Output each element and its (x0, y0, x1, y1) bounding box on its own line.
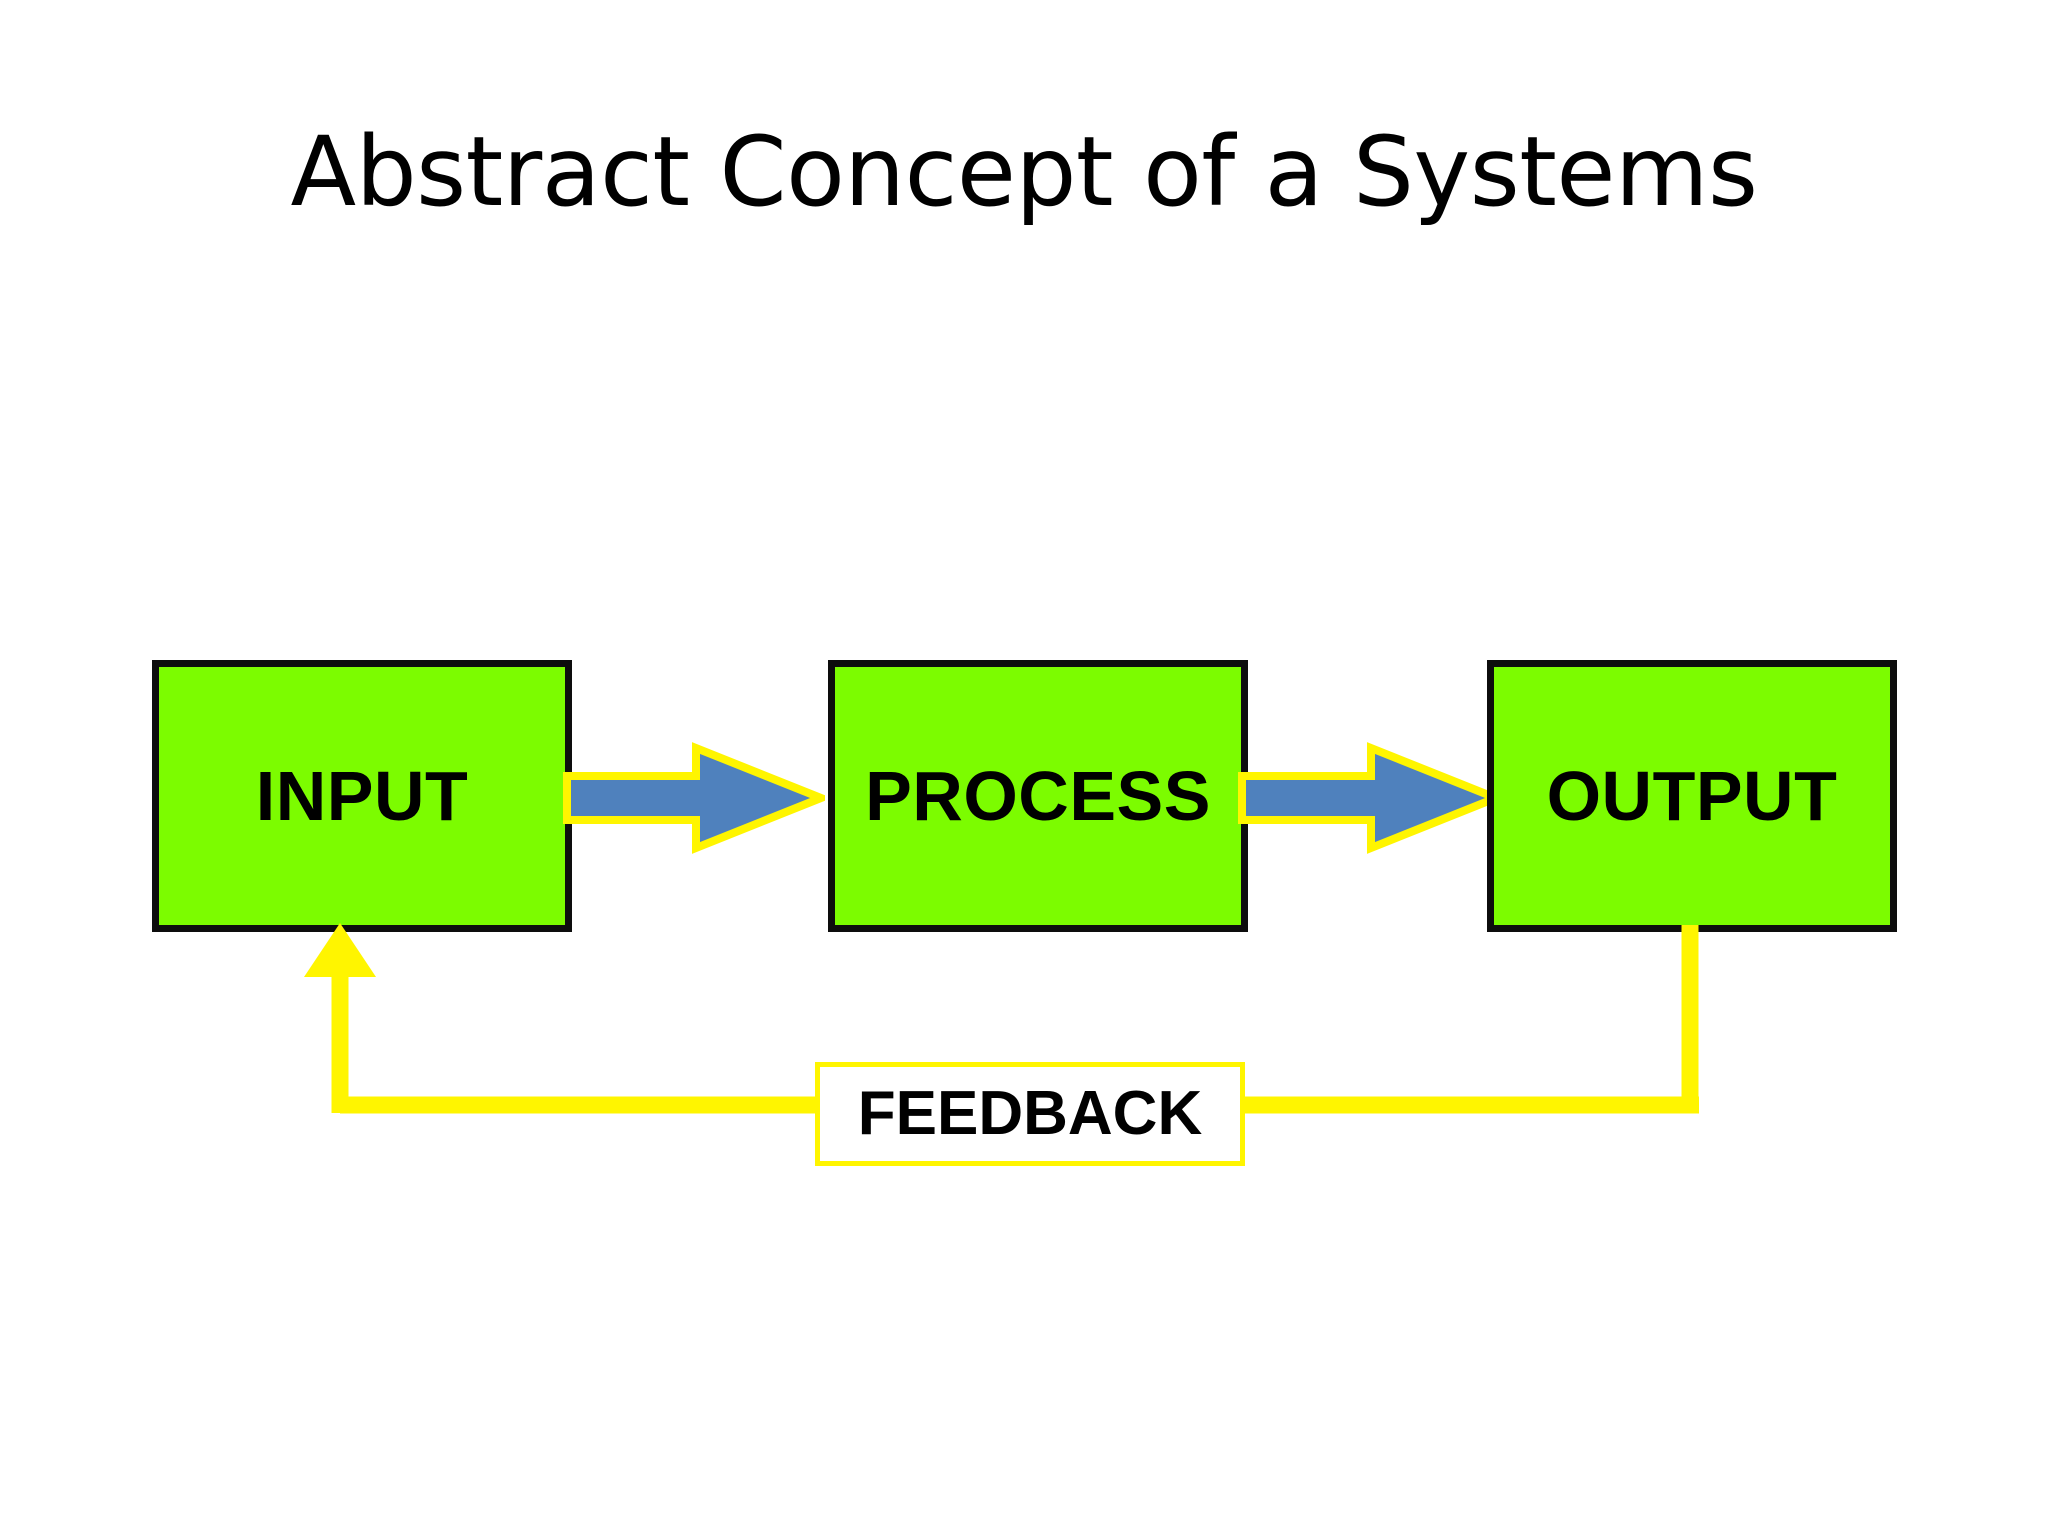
page-title: Abstract Concept of a Systems (290, 116, 1758, 228)
flow-arrow-input-to-process (563, 742, 832, 854)
node-label-output: OUTPUT (1546, 757, 1838, 835)
node-label-process: PROCESS (865, 757, 1211, 835)
node-box-process[interactable]: PROCESS (828, 660, 1248, 932)
node-label-input: INPUT (255, 757, 469, 835)
block-arrow-icon (563, 742, 832, 854)
node-box-input[interactable]: INPUT (152, 660, 572, 932)
block-arrow-icon (1238, 742, 1507, 854)
flow-arrow-process-to-output (1238, 742, 1507, 854)
feedback-label-box[interactable]: FEEDBACK (815, 1062, 1245, 1166)
node-box-output[interactable]: OUTPUT (1487, 660, 1897, 932)
feedback-label-text: FEEDBACK (857, 1079, 1203, 1148)
